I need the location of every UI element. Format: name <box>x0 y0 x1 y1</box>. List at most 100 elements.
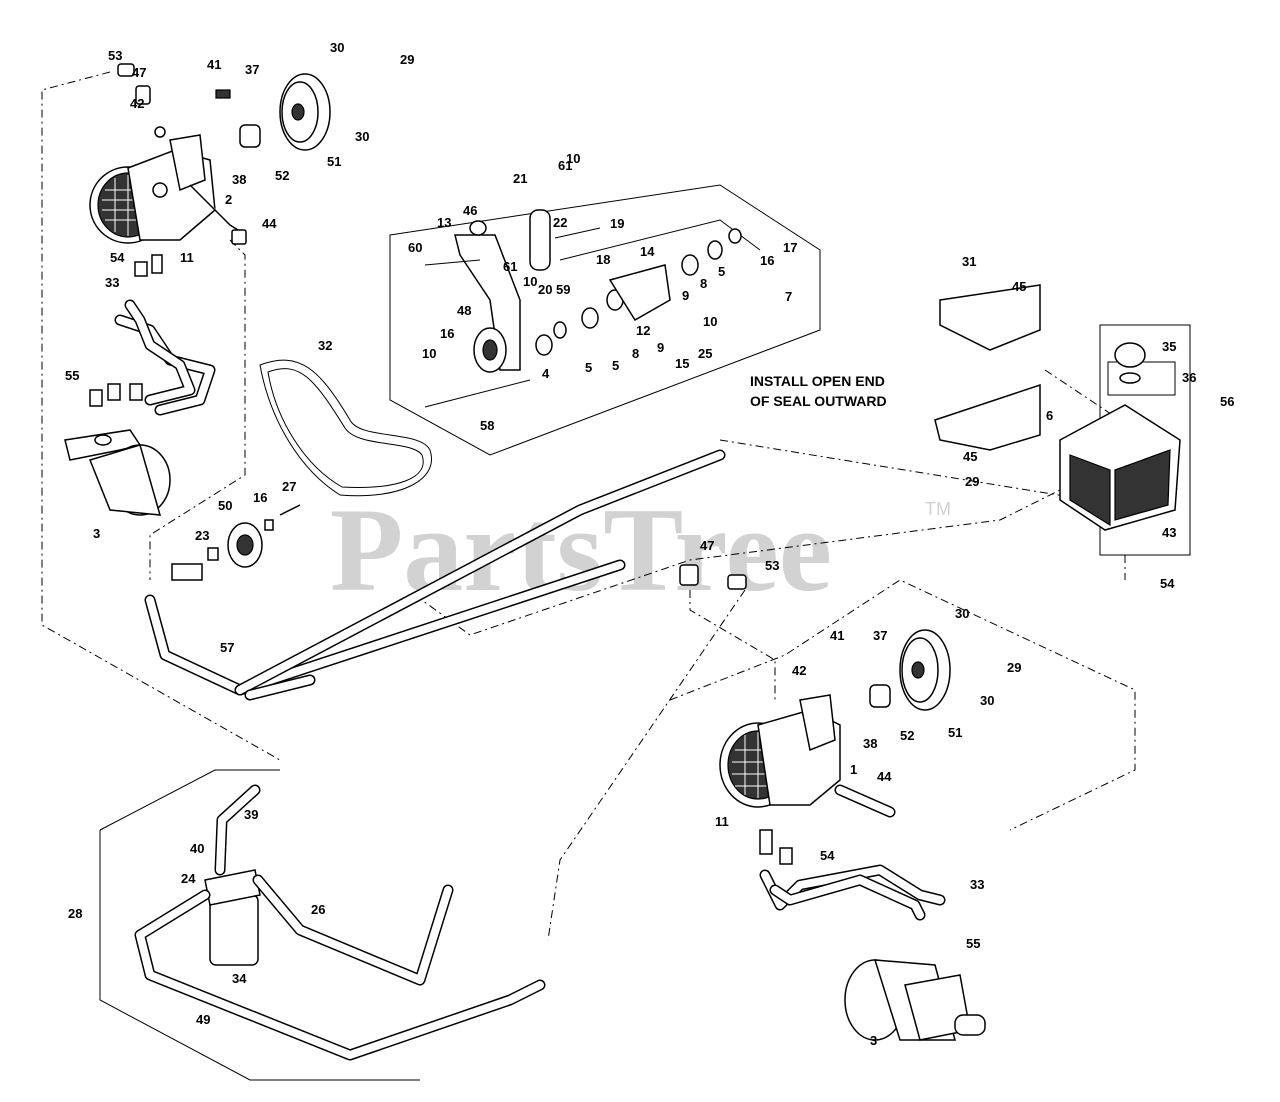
main-hoses <box>144 449 726 701</box>
callout-label-9: 9 <box>657 340 664 355</box>
callout-label-9: 9 <box>682 288 689 303</box>
lower-hoses <box>759 829 946 921</box>
callout-label-6: 6 <box>1046 408 1053 423</box>
callout-label-10: 10 <box>566 151 580 166</box>
callout-label-1: 1 <box>850 762 857 777</box>
callout-label-51: 51 <box>327 154 341 169</box>
callout-label-11: 11 <box>715 814 729 829</box>
callout-label-53: 53 <box>765 558 779 573</box>
filter-frame <box>99 769 420 1081</box>
callout-label-30: 30 <box>355 129 369 144</box>
callout-label-12: 12 <box>636 323 650 338</box>
callout-label-45: 45 <box>1012 279 1026 294</box>
upper-pump-assembly <box>89 134 239 244</box>
upper-motor <box>64 429 171 516</box>
callout-label-38: 38 <box>863 736 877 751</box>
callout-label-54: 54 <box>820 848 835 863</box>
callout-label-37: 37 <box>245 62 259 77</box>
install-note-line-2: OF SEAL OUTWARD <box>750 393 887 409</box>
callout-label-46: 46 <box>463 203 477 218</box>
callout-label-16: 16 <box>440 326 454 341</box>
callout-label-8: 8 <box>700 276 707 291</box>
callout-label-2: 2 <box>225 192 232 207</box>
callout-label-29: 29 <box>1007 660 1021 675</box>
upper-hoses <box>89 299 216 416</box>
callout-label-59: 59 <box>556 282 570 297</box>
watermark-tm: TM <box>925 499 951 519</box>
callout-label-38: 38 <box>232 172 246 187</box>
callout-label-44: 44 <box>262 216 277 231</box>
callout-label-55: 55 <box>966 936 980 951</box>
tensioner-assembly <box>424 209 742 408</box>
callout-label-28: 28 <box>68 906 82 921</box>
callout-label-47: 47 <box>700 538 714 553</box>
callout-label-36: 36 <box>1182 370 1196 385</box>
callout-label-37: 37 <box>873 628 887 643</box>
upper-pulley <box>117 63 331 277</box>
callout-label-52: 52 <box>275 168 289 183</box>
drive-belt <box>259 359 432 497</box>
callout-label-39: 39 <box>244 807 258 822</box>
callout-label-61: 61 <box>503 259 517 274</box>
callout-label-35: 35 <box>1162 339 1176 354</box>
callout-label-42: 42 <box>130 96 144 111</box>
callout-label-56: 56 <box>1220 394 1234 409</box>
callout-label-29: 29 <box>965 474 979 489</box>
callout-label-25: 25 <box>698 346 712 361</box>
callout-label-13: 13 <box>437 215 451 230</box>
callout-label-30: 30 <box>330 40 344 55</box>
callout-label-19: 19 <box>610 216 624 231</box>
install-note: INSTALL OPEN END OF SEAL OUTWARD <box>750 373 887 409</box>
belt-assembly-frame <box>389 184 821 456</box>
callout-label-57: 57 <box>220 640 234 655</box>
callout-label-27: 27 <box>282 479 296 494</box>
callout-label-5: 5 <box>612 358 619 373</box>
callout-label-24: 24 <box>181 871 196 886</box>
callout-label-30: 30 <box>980 693 994 708</box>
callout-label-18: 18 <box>596 252 610 267</box>
dashed-routing-lines <box>41 71 1141 941</box>
callout-label-16: 16 <box>253 490 267 505</box>
callout-label-47: 47 <box>132 65 146 80</box>
idler-pulley <box>171 504 301 581</box>
callout-label-5: 5 <box>718 264 725 279</box>
callout-label-10: 10 <box>703 314 717 329</box>
callout-label-11: 11 <box>180 250 194 265</box>
reservoir-tank <box>934 284 1181 531</box>
callout-label-21: 21 <box>513 171 527 186</box>
callout-label-33: 33 <box>105 275 119 290</box>
callout-label-60: 60 <box>408 240 422 255</box>
callout-label-16: 16 <box>760 253 774 268</box>
callout-label-23: 23 <box>195 528 209 543</box>
callout-label-41: 41 <box>830 628 844 643</box>
callout-label-30: 30 <box>955 606 969 621</box>
callout-label-17: 17 <box>783 240 797 255</box>
callout-label-7: 7 <box>785 289 792 304</box>
callout-label-34: 34 <box>232 971 247 986</box>
oil-filter <box>134 784 546 1061</box>
callout-label-54: 54 <box>110 250 125 265</box>
callout-label-49: 49 <box>196 1012 210 1027</box>
callout-label-53: 53 <box>108 48 122 63</box>
callout-label-10: 10 <box>523 274 537 289</box>
callout-label-8: 8 <box>632 346 639 361</box>
callout-label-10: 10 <box>422 346 436 361</box>
callout-label-26: 26 <box>311 902 325 917</box>
callout-label-52: 52 <box>900 728 914 743</box>
install-note-line-1: INSTALL OPEN END <box>750 373 885 389</box>
lower-motor <box>844 959 986 1041</box>
callout-label-48: 48 <box>457 303 471 318</box>
callout-label-33: 33 <box>970 877 984 892</box>
callout-label-61: 61 <box>558 158 572 173</box>
callout-label-32: 32 <box>318 338 332 353</box>
lower-pump-assembly <box>679 564 951 818</box>
callout-label-50: 50 <box>218 498 232 513</box>
callout-label-22: 22 <box>553 215 567 230</box>
callout-label-15: 15 <box>675 356 689 371</box>
callout-label-20: 20 <box>538 282 552 297</box>
callout-label-43: 43 <box>1162 525 1176 540</box>
callout-label-54: 54 <box>1160 576 1175 591</box>
